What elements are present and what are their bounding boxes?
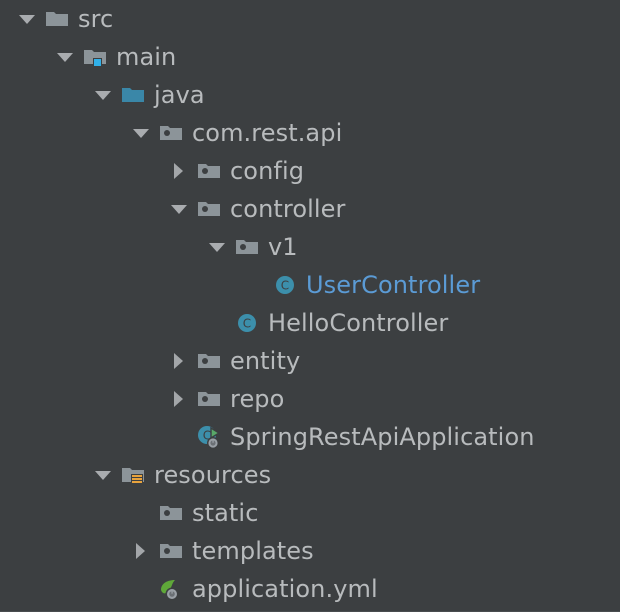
tree-row-indent bbox=[0, 57, 52, 58]
tree-row-label: src bbox=[78, 5, 114, 33]
chevron-right-icon[interactable] bbox=[166, 158, 192, 184]
twisty-placeholder bbox=[128, 576, 154, 602]
svg-text:C: C bbox=[203, 429, 211, 443]
tree-row[interactable]: config bbox=[0, 152, 620, 190]
tree-row-indent bbox=[0, 399, 166, 400]
tree-row-label: resources bbox=[154, 461, 272, 489]
tree-row[interactable]: C UserController bbox=[0, 266, 620, 304]
chevron-down-icon[interactable] bbox=[52, 44, 78, 70]
package-icon bbox=[156, 118, 186, 148]
tree-row-indent bbox=[0, 247, 204, 248]
tree-row-label: config bbox=[230, 157, 305, 185]
tree-row[interactable]: main bbox=[0, 38, 620, 76]
java-class-icon: C bbox=[232, 308, 262, 338]
folder-icon bbox=[42, 4, 72, 34]
twisty-placeholder bbox=[128, 500, 154, 526]
tree-row-label: java bbox=[154, 81, 205, 109]
twisty-placeholder bbox=[204, 310, 230, 336]
tree-row-indent bbox=[0, 437, 166, 438]
tree-row-label: com.rest.api bbox=[192, 119, 343, 147]
tree-row-indent bbox=[0, 95, 90, 96]
tree-row-label: entity bbox=[230, 347, 301, 375]
tree-row[interactable]: templates bbox=[0, 532, 620, 570]
tree-row[interactable]: entity bbox=[0, 342, 620, 380]
tree-row-indent bbox=[0, 361, 166, 362]
chevron-down-icon[interactable] bbox=[90, 462, 116, 488]
package-icon bbox=[156, 498, 186, 528]
chevron-down-icon[interactable] bbox=[166, 196, 192, 222]
chevron-down-icon[interactable] bbox=[14, 6, 40, 32]
tree-row-label: UserController bbox=[306, 271, 481, 299]
tree-row[interactable]: static bbox=[0, 494, 620, 532]
tree-row-indent bbox=[0, 171, 166, 172]
tree-row-indent bbox=[0, 133, 128, 134]
chevron-down-icon[interactable] bbox=[90, 82, 116, 108]
tree-row[interactable]: java bbox=[0, 76, 620, 114]
tree-row-label: static bbox=[192, 499, 259, 527]
tree-row-indent bbox=[0, 513, 128, 514]
tree-row[interactable]: v1 bbox=[0, 228, 620, 266]
tree-row[interactable]: com.rest.api bbox=[0, 114, 620, 152]
tree-row[interactable]: repo bbox=[0, 380, 620, 418]
java-class-icon: C bbox=[270, 270, 300, 300]
package-icon bbox=[194, 194, 224, 224]
package-icon bbox=[194, 346, 224, 376]
tree-row-indent bbox=[0, 475, 90, 476]
twisty-placeholder bbox=[166, 424, 192, 450]
folder-java-sources-icon bbox=[118, 80, 148, 110]
tree-row-label: main bbox=[116, 43, 177, 71]
chevron-right-icon[interactable] bbox=[166, 348, 192, 374]
tree-row[interactable]: C SpringRestApiApplication bbox=[0, 418, 620, 456]
folder-resources-root-icon bbox=[118, 460, 148, 490]
chevron-down-icon[interactable] bbox=[128, 120, 154, 146]
chevron-down-icon[interactable] bbox=[204, 234, 230, 260]
package-icon bbox=[232, 232, 262, 262]
package-icon bbox=[194, 156, 224, 186]
svg-text:C: C bbox=[281, 279, 289, 293]
tree-row-label: controller bbox=[230, 195, 346, 223]
tree-row[interactable]: src bbox=[0, 0, 620, 38]
tree-row[interactable]: controller bbox=[0, 190, 620, 228]
tree-row-indent bbox=[0, 285, 242, 286]
tree-row-label: v1 bbox=[268, 233, 298, 261]
package-icon bbox=[156, 536, 186, 566]
tree-row-label: SpringRestApiApplication bbox=[230, 423, 535, 451]
tree-row-label: repo bbox=[230, 385, 285, 413]
tree-row[interactable]: application.yml bbox=[0, 570, 620, 608]
tree-row-indent bbox=[0, 589, 128, 590]
tree-row-label: HelloController bbox=[268, 309, 449, 337]
folder-source-root-icon bbox=[80, 42, 110, 72]
tree-row-indent bbox=[0, 19, 14, 20]
tree-row-label: application.yml bbox=[192, 575, 378, 603]
tree-row-label: templates bbox=[192, 537, 314, 565]
svg-text:C: C bbox=[243, 317, 251, 331]
package-icon bbox=[194, 384, 224, 414]
tree-row-indent bbox=[0, 323, 204, 324]
tree-row-indent bbox=[0, 209, 166, 210]
tree-row-indent bbox=[0, 551, 128, 552]
tree-row[interactable]: resources bbox=[0, 456, 620, 494]
twisty-placeholder bbox=[242, 272, 268, 298]
spring-boot-runnable-class-icon: C bbox=[194, 422, 224, 452]
spring-config-file-icon bbox=[156, 574, 186, 604]
chevron-right-icon[interactable] bbox=[128, 538, 154, 564]
chevron-right-icon[interactable] bbox=[166, 386, 192, 412]
tree-row[interactable]: C HelloController bbox=[0, 304, 620, 342]
